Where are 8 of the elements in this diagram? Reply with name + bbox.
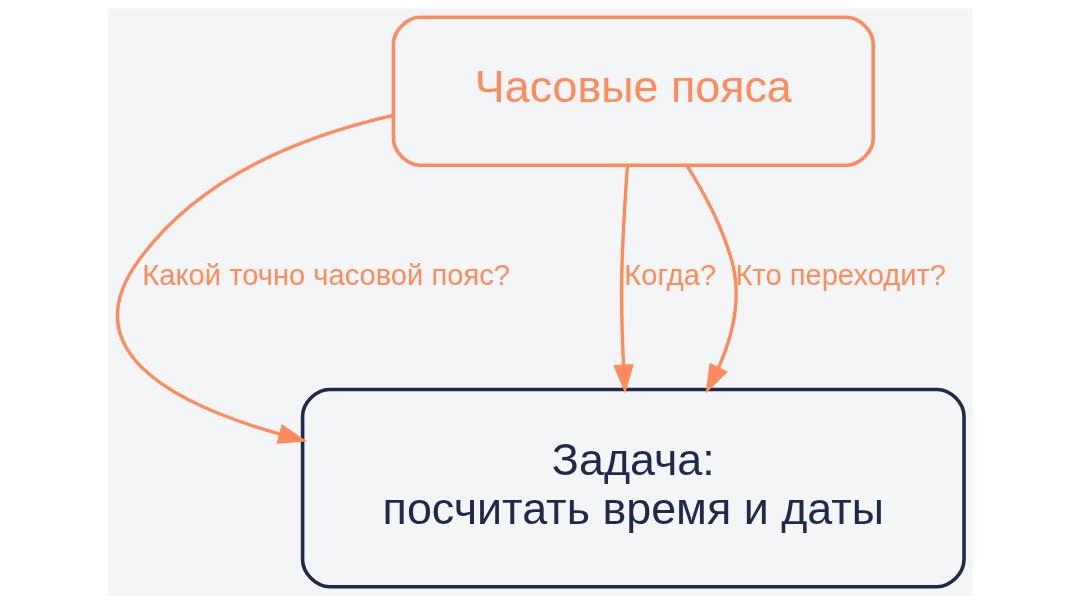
node-box: Задача: посчитать время и даты	[300, 387, 966, 589]
node-box: Часовые пояса	[391, 15, 875, 168]
edge-label: Когда?	[623, 258, 716, 291]
edge-label: Кто переходит?	[734, 258, 946, 291]
edge-label: Какой точно часовой пояс?	[141, 258, 510, 291]
arrow	[612, 165, 634, 394]
arrow	[115, 113, 393, 444]
arrow	[685, 164, 738, 394]
